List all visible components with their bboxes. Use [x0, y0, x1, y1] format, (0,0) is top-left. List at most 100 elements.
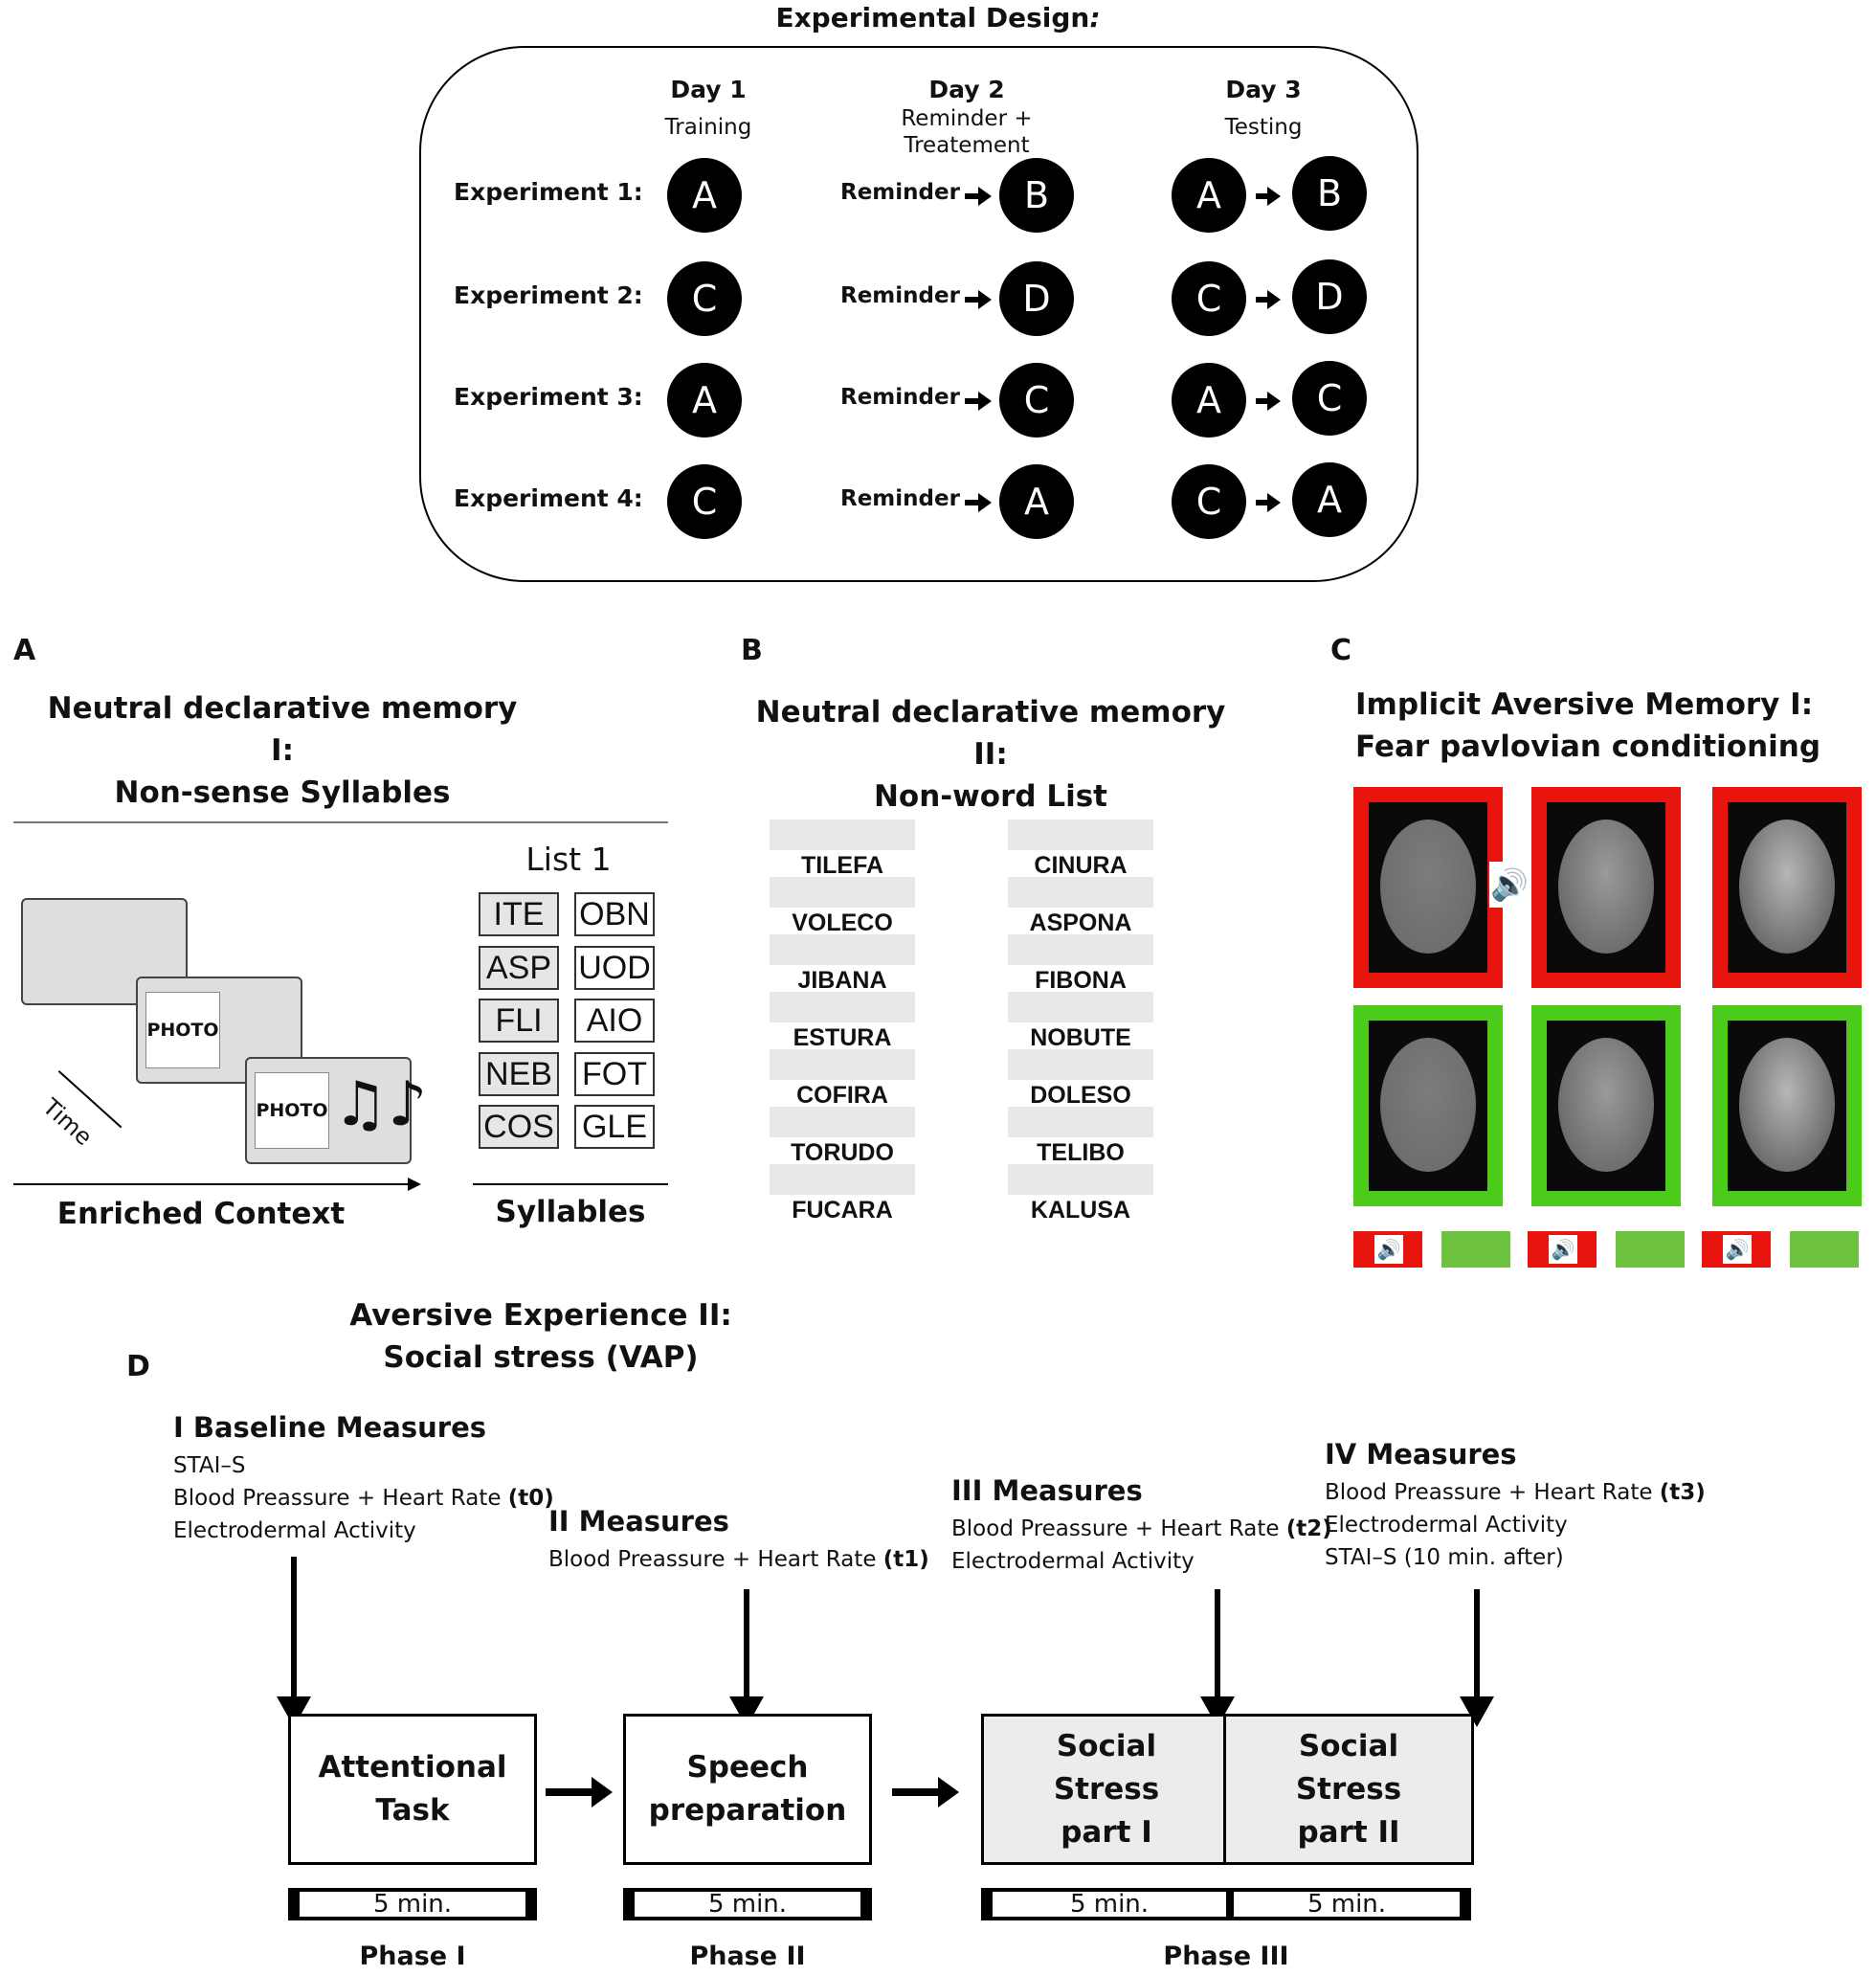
- time-label: Time: [37, 1093, 98, 1152]
- panel-d-title: Aversive Experience II:Social stress (VA…: [349, 1298, 732, 1375]
- cue-segment: 🔊: [1702, 1231, 1771, 1268]
- syllable-cell: COS: [479, 1105, 559, 1149]
- list-band: [770, 877, 915, 908]
- measure-timepoint: (t3): [1659, 1480, 1706, 1505]
- condition-circle: C: [1172, 261, 1246, 336]
- day2-header: Day 2 Reminder + Treatement: [901, 76, 1033, 158]
- cue-segment: [1790, 1231, 1859, 1268]
- syllable-cell: NEB: [479, 1052, 559, 1096]
- reminder-label: Reminder: [840, 283, 960, 308]
- reminder-label: Reminder: [840, 385, 960, 410]
- experiment-label: Experiment 2:: [454, 281, 643, 309]
- arrow-right-icon: [1256, 290, 1281, 309]
- duration-bar-4: 5 min.: [1306, 1890, 1387, 1919]
- face-background: [1369, 1021, 1487, 1191]
- face-image: [1739, 820, 1835, 954]
- condition-circle: C: [999, 363, 1074, 438]
- panel-b-title: Neutral declarative memory II:Non-word L…: [755, 695, 1226, 814]
- list-band: [770, 992, 915, 1022]
- condition-circle: A: [667, 363, 742, 438]
- duration-bar-3: 5 min.: [1069, 1890, 1150, 1919]
- measure-text: Electrodermal Activity: [173, 1518, 416, 1543]
- speaker-icon: 🔊: [1374, 1235, 1403, 1264]
- measure-line: STAI–S (10 min. after): [1325, 1541, 1706, 1574]
- list-band: [770, 1107, 915, 1137]
- day1-header: Day 1 Training: [664, 76, 752, 140]
- list-band: [1008, 1164, 1153, 1195]
- measure-text: STAI–S (10 min. after): [1325, 1545, 1564, 1570]
- nonword-item: TILEFA: [800, 852, 884, 879]
- syllable-cell: UOD: [574, 946, 655, 990]
- measure-line: Electrodermal Activity: [1325, 1509, 1706, 1541]
- measure-line: Electrodermal Activity: [951, 1545, 1332, 1578]
- speaker-icon: 🔊: [1549, 1235, 1577, 1264]
- face-stimulus: [1712, 787, 1862, 988]
- condition-circle: A: [1292, 462, 1367, 537]
- measure-text: Blood Preassure + Heart Rate: [173, 1486, 508, 1511]
- measure-timepoint: (t1): [882, 1547, 929, 1572]
- syllables-label: Syllables: [495, 1195, 646, 1229]
- box-label-line: part I: [1061, 1814, 1152, 1850]
- list-band: [1008, 992, 1153, 1022]
- measure-timepoint: (t2): [1285, 1516, 1332, 1541]
- list-band: [770, 820, 915, 850]
- measure-text: Blood Preassure + Heart Rate: [1325, 1480, 1660, 1505]
- nonword-item: NOBUTE: [1030, 1024, 1131, 1051]
- face-stimulus: [1353, 787, 1503, 988]
- condition-circle: B: [1292, 156, 1367, 231]
- measure-line: STAI–S: [173, 1449, 554, 1482]
- measure-text: Blood Preassure + Heart Rate: [951, 1516, 1286, 1541]
- measure-title: IV Measures: [1325, 1438, 1517, 1471]
- list-band: [770, 1049, 915, 1080]
- reminder-label: Reminder: [840, 180, 960, 205]
- measure-line: Blood Preassure + Heart Rate (t2): [951, 1513, 1332, 1545]
- nonword-item: FUCARA: [792, 1197, 893, 1224]
- nonword-item: ASPONA: [1029, 909, 1132, 936]
- right-arrow-icon: [892, 1777, 959, 1808]
- box-label-line: Stress: [1053, 1771, 1160, 1807]
- face-image: [1558, 1038, 1654, 1172]
- duration-divider: [1226, 1892, 1234, 1917]
- nonword-item: KALUSA: [1030, 1197, 1131, 1224]
- box-label-line: part II: [1297, 1814, 1400, 1850]
- face-image: [1739, 1038, 1835, 1172]
- box-label-line: Social: [1298, 1728, 1399, 1763]
- box-label-line: Task: [375, 1793, 450, 1828]
- list-band: [770, 934, 915, 965]
- nonword-item: VOLECO: [792, 909, 893, 936]
- nonword-item: CINURA: [1034, 852, 1128, 879]
- face-stimulus: [1531, 1005, 1681, 1206]
- measure-text: Electrodermal Activity: [1325, 1513, 1568, 1538]
- measure-text: Blood Preassure + Heart Rate: [548, 1547, 883, 1572]
- measure-text: STAI–S: [173, 1453, 246, 1478]
- enriched-axis: [13, 1183, 410, 1185]
- reminder-label: Reminder: [840, 486, 960, 511]
- condition-circle: D: [1292, 259, 1367, 334]
- face-image: [1380, 1038, 1476, 1172]
- nonword-item: ESTURA: [793, 1024, 892, 1051]
- experiment-label: Experiment 4:: [454, 484, 643, 512]
- design-frame: [419, 46, 1418, 582]
- face-stimulus: [1353, 1005, 1503, 1206]
- music-notes-icon: ♫♪: [333, 1069, 428, 1140]
- syllable-cell: ITE: [479, 892, 559, 936]
- speaker-icon: 🔊: [1489, 862, 1530, 908]
- condition-circle: C: [667, 464, 742, 539]
- down-arrow-icon: [1460, 1589, 1494, 1727]
- panel-d-letter: D: [126, 1350, 150, 1383]
- nonword-item: TELIBO: [1037, 1139, 1125, 1166]
- syllable-cell: OBN: [574, 892, 655, 936]
- list-band: [770, 1164, 915, 1195]
- face-stimulus: [1712, 1005, 1862, 1206]
- phase-iii-label: Phase III: [1163, 1942, 1289, 1971]
- arrow-right-icon: [1256, 493, 1281, 512]
- measure-title: I Baseline Measures: [173, 1411, 487, 1444]
- cue-segment: 🔊: [1353, 1231, 1422, 1268]
- down-arrow-icon: [729, 1589, 764, 1727]
